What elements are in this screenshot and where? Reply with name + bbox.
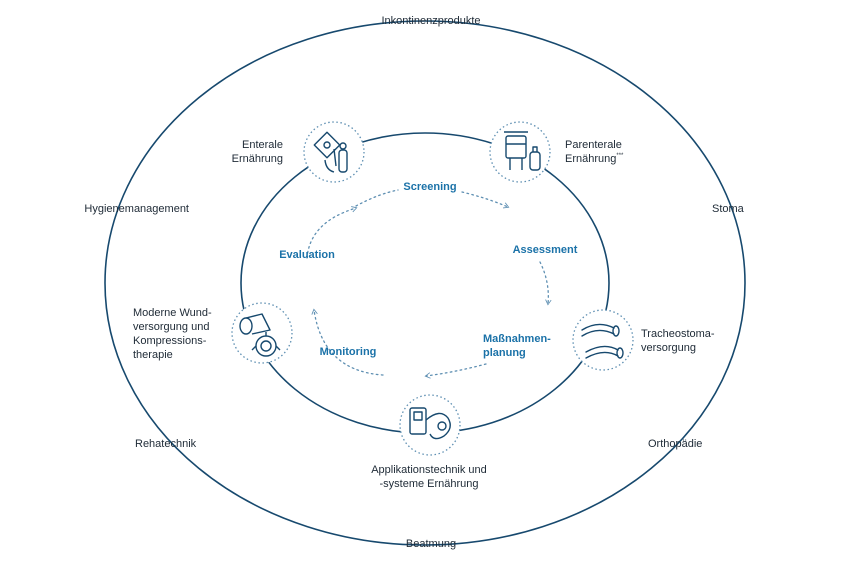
arrow-assessment-to-planning <box>539 261 552 306</box>
bandage-roll-icon <box>239 313 281 357</box>
node-enteral <box>303 121 365 183</box>
node-application <box>399 394 461 456</box>
cycle-screening: Screening <box>403 181 457 193</box>
label-enterale-ernaehrung: Enterale Ernährung <box>231 139 283 165</box>
label-hygienemanagement: Hygienemanagement <box>84 203 189 215</box>
outer-ring <box>104 20 746 546</box>
cycle-evaluation: Evaluation <box>279 249 335 261</box>
cycle-monitoring: Monitoring <box>319 346 377 358</box>
node-tracheo <box>572 309 634 371</box>
arrow-screening-to-assessment <box>461 191 510 209</box>
arrow-planning-to-monitoring <box>424 363 487 379</box>
middle-ring <box>240 132 610 434</box>
label-orthopaedie: Orthopädie <box>648 438 703 450</box>
tracheostomy-tube-icon <box>581 323 624 359</box>
label-applikationstechnik: Applikationstechnik und -systeme Ernähru… <box>371 464 487 490</box>
node-wound <box>231 302 293 364</box>
cycle-arrows <box>306 189 552 379</box>
arc-to-screening <box>355 189 399 207</box>
arrow-evaluation-to-screening <box>306 206 358 259</box>
label-rehatechnik: Rehatechnik <box>135 438 197 450</box>
label-wundversorgung: Moderne Wund- versorgung und Kompression… <box>133 307 212 361</box>
label-stoma: Stoma <box>712 203 744 215</box>
label-parenterale-ernaehrung: Parenterale Ernährung*** <box>565 139 624 165</box>
label-tracheostomaversorgung: Tracheostoma- versorgung <box>641 328 715 354</box>
feeding-bag-icon <box>313 131 348 173</box>
label-inkontinenzprodukte: Inkontinenzprodukte <box>381 15 481 27</box>
arrow-monitoring-to-evaluation <box>311 308 384 376</box>
cycle-assessment: Assessment <box>512 244 578 256</box>
node-parenteral <box>489 121 551 183</box>
feeding-pump-icon <box>409 407 451 440</box>
cycle-massnahmenplanung: Maßnahmen- planung <box>483 333 551 359</box>
iv-infusion-icon <box>504 131 541 171</box>
label-beatmung: Beatmung <box>405 538 457 550</box>
